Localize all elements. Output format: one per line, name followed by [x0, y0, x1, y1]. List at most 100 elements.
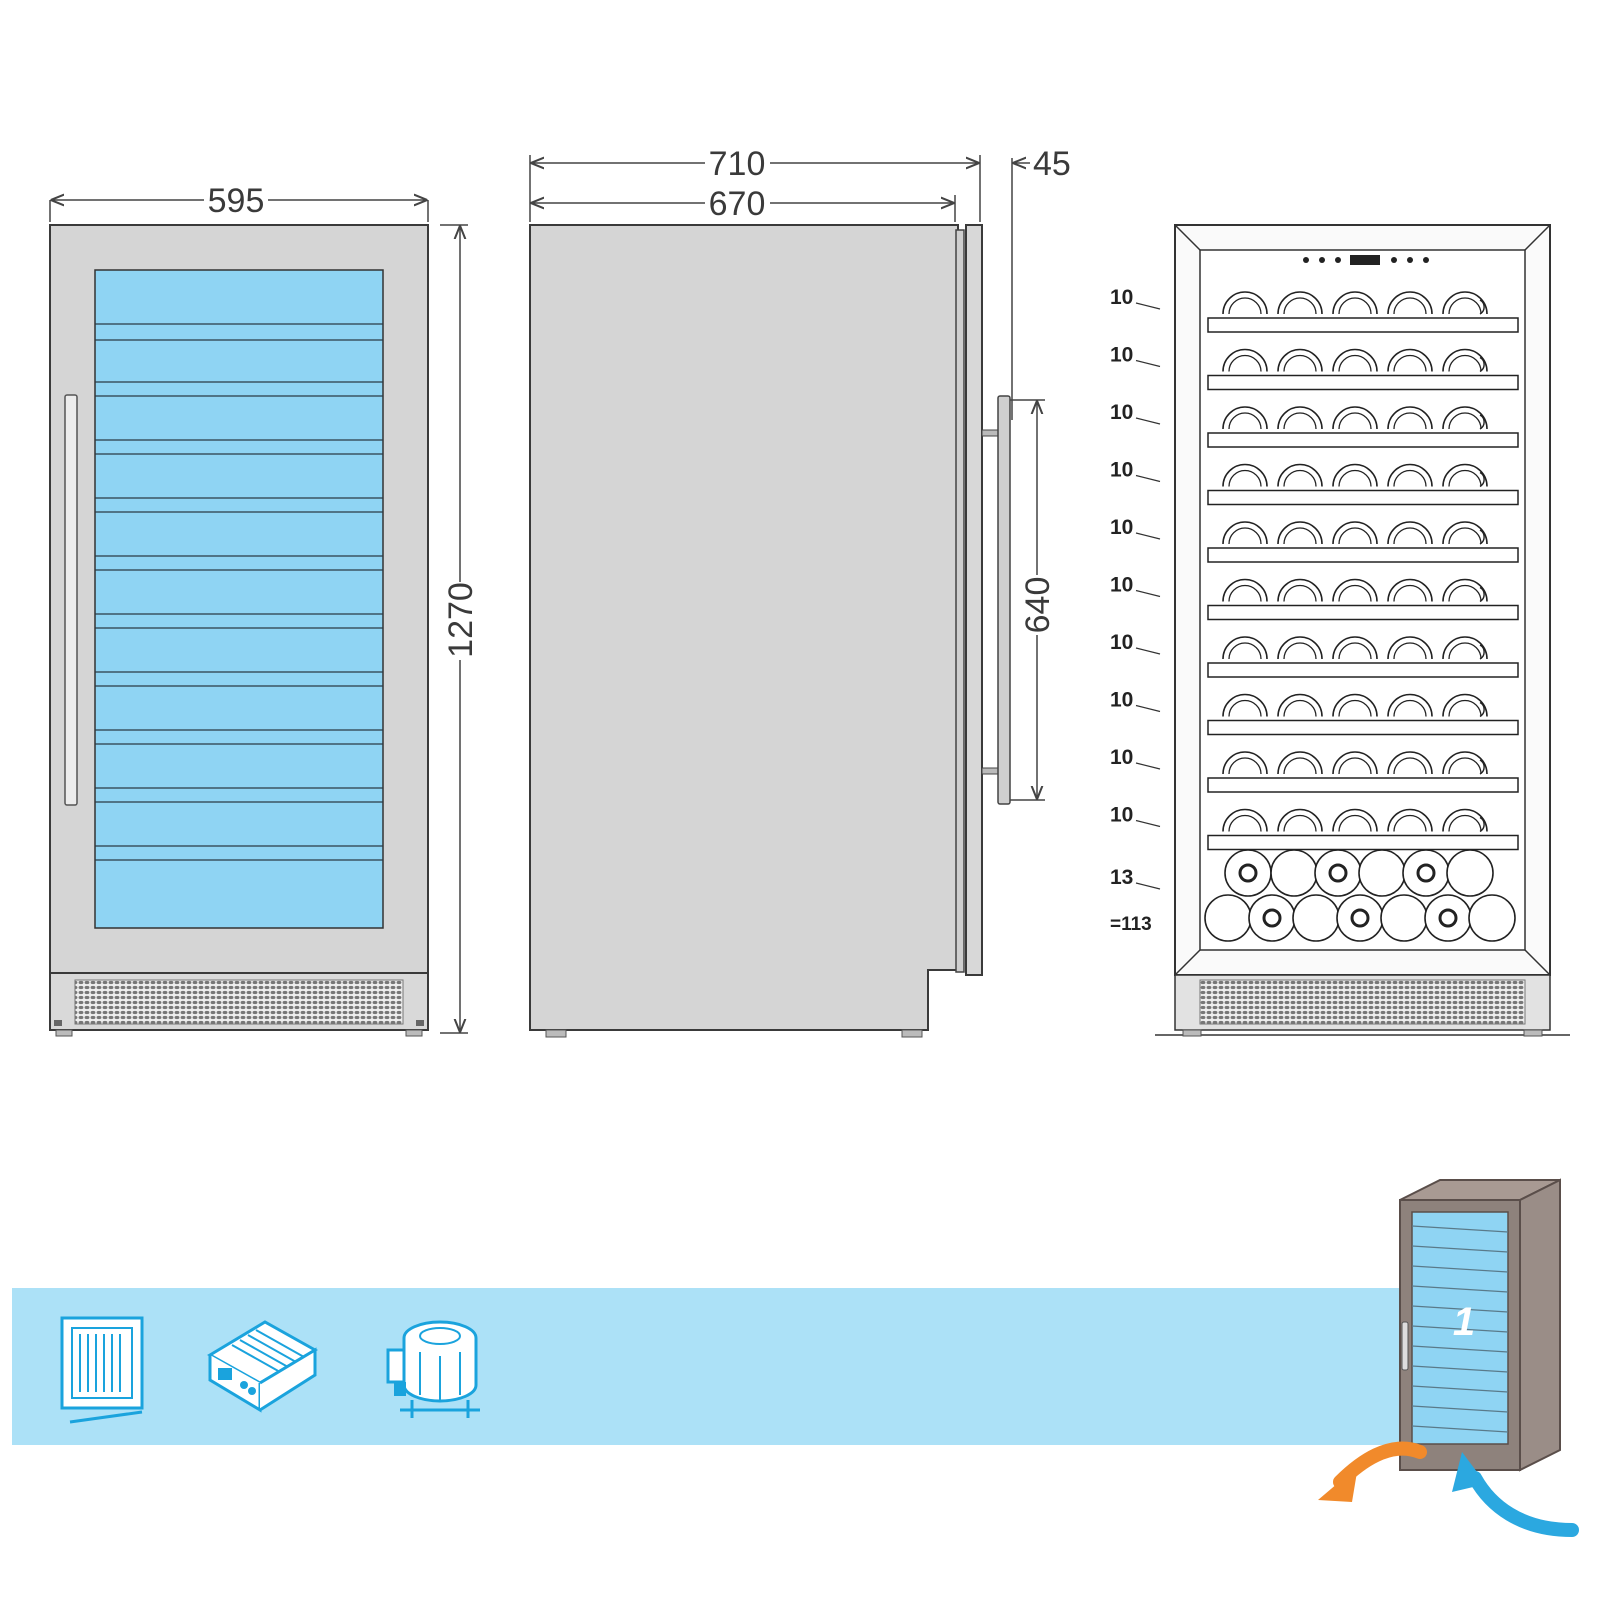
front-height-label: 1270	[442, 582, 480, 658]
control-panel	[1303, 255, 1429, 265]
shelf-count-label: 10	[1110, 401, 1133, 424]
bottle-icon	[1222, 348, 1268, 372]
wine-shelf	[1207, 348, 1519, 391]
wine-shelf	[1207, 693, 1519, 736]
control-button-icon	[1319, 257, 1325, 263]
side-handle-label: 640	[1019, 577, 1057, 634]
wine-shelf	[1207, 578, 1519, 621]
warm-air-outflow-arrow	[1318, 1441, 1427, 1502]
front-glass-panel	[94, 269, 384, 929]
bottle-icon	[1387, 636, 1433, 660]
shelf-count-label: 10	[1110, 516, 1133, 539]
side-door-handle	[997, 395, 1011, 805]
bottle-icon	[1332, 348, 1378, 372]
shelf-count-label: 10	[1110, 804, 1133, 827]
bottle-icon	[1277, 348, 1323, 372]
bottle-icon	[1442, 463, 1488, 487]
bottle-icon	[1387, 578, 1433, 602]
bottle-icon	[1332, 521, 1378, 545]
bottle-icon	[1277, 521, 1323, 545]
control-button-icon	[1303, 257, 1309, 263]
bottle-icon	[1387, 291, 1433, 315]
shelf-count-label: 10	[1110, 574, 1133, 597]
bottle-icon	[1332, 578, 1378, 602]
bottle-icon	[1222, 463, 1268, 487]
shelf-board	[1207, 547, 1519, 563]
bottle-icon	[1277, 406, 1323, 430]
bottle-icon	[1442, 521, 1488, 545]
shelf-board	[1207, 489, 1519, 506]
bottle-icon	[1332, 406, 1378, 430]
bottle-icon	[1387, 463, 1433, 487]
bottle-icon	[1277, 578, 1323, 602]
bottle-icon	[1380, 894, 1428, 942]
front-width-dimension: 595	[49, 182, 429, 222]
control-button-icon	[1335, 257, 1341, 263]
base-count-label: 13	[1110, 866, 1133, 889]
capacity-vent-grill	[1199, 979, 1526, 1025]
front-foot-left	[55, 1029, 73, 1037]
bottle-icon	[1222, 751, 1268, 775]
bottle-icon	[1277, 751, 1323, 775]
glass-door-icon	[60, 1316, 144, 1424]
bottle-icon	[1358, 849, 1406, 897]
bottle-icon	[1468, 894, 1516, 942]
base-bottle-stack	[1204, 849, 1516, 942]
bottle-icon	[1442, 751, 1488, 775]
bottle-icon	[1222, 521, 1268, 545]
bottle-icon	[1332, 636, 1378, 660]
bottle-icon	[1222, 636, 1268, 660]
bottle-icon	[1332, 693, 1378, 717]
front-glass-shelf-lines	[95, 323, 383, 861]
side-foot-right	[901, 1029, 923, 1038]
bottle-icon	[1446, 849, 1494, 897]
side-door-label: 45	[1033, 145, 1071, 183]
bottle-icon	[1387, 348, 1433, 372]
bottle-icon	[1442, 636, 1488, 660]
bottle-icon	[1332, 463, 1378, 487]
bottle-icon	[1442, 348, 1488, 372]
bottle-icon	[1387, 521, 1433, 545]
wine-shelf	[1207, 521, 1519, 563]
total-capacity-label: =113	[1110, 914, 1152, 935]
wine-shelf	[1207, 636, 1519, 678]
control-button-icon	[1407, 257, 1413, 263]
airflow-number-badge: 1	[1453, 1300, 1475, 1344]
shelf-count-label: 10	[1110, 689, 1133, 712]
front-vent-grill	[74, 979, 404, 1025]
cool-air-inflow-arrow	[1452, 1452, 1579, 1537]
side-cabinet-body	[529, 224, 959, 1031]
bottle-icon	[1332, 808, 1378, 832]
bottle-icon	[1277, 291, 1323, 315]
bottle-icon	[1222, 808, 1268, 832]
bottle-icon	[1277, 808, 1323, 832]
shelf-board	[1207, 317, 1519, 333]
shelf-count-label: 10	[1110, 344, 1133, 367]
shelf-count-label: 10	[1110, 459, 1133, 482]
front-width-label: 595	[208, 182, 265, 220]
wine-shelf	[1207, 808, 1519, 851]
bottle-icon	[1442, 291, 1488, 315]
shelf-board	[1207, 834, 1519, 851]
shelf-board	[1207, 374, 1519, 391]
side-handle-dimension: 640	[1010, 399, 1057, 801]
bottle-icon	[1387, 808, 1433, 832]
bottle-icon	[1442, 693, 1488, 717]
shelf-board	[1207, 777, 1519, 793]
wine-shelves	[1207, 291, 1519, 851]
front-view: 595 1270	[49, 182, 480, 1037]
bottle-icon	[1222, 578, 1268, 602]
shelf-count-label: 10	[1110, 286, 1133, 309]
wine-shelf	[1207, 463, 1519, 506]
bottle-icon	[1387, 693, 1433, 717]
bottle-icon	[1292, 894, 1340, 942]
bottle-icon	[1277, 693, 1323, 717]
control-button-icon	[1423, 257, 1429, 263]
shelf-board	[1207, 662, 1519, 678]
bottle-icon	[1442, 578, 1488, 602]
front-height-dimension: 1270	[440, 224, 480, 1034]
front-door-handle	[64, 394, 78, 806]
bottle-icon	[1332, 291, 1378, 315]
airflow-illustration: 1	[1318, 1178, 1579, 1537]
